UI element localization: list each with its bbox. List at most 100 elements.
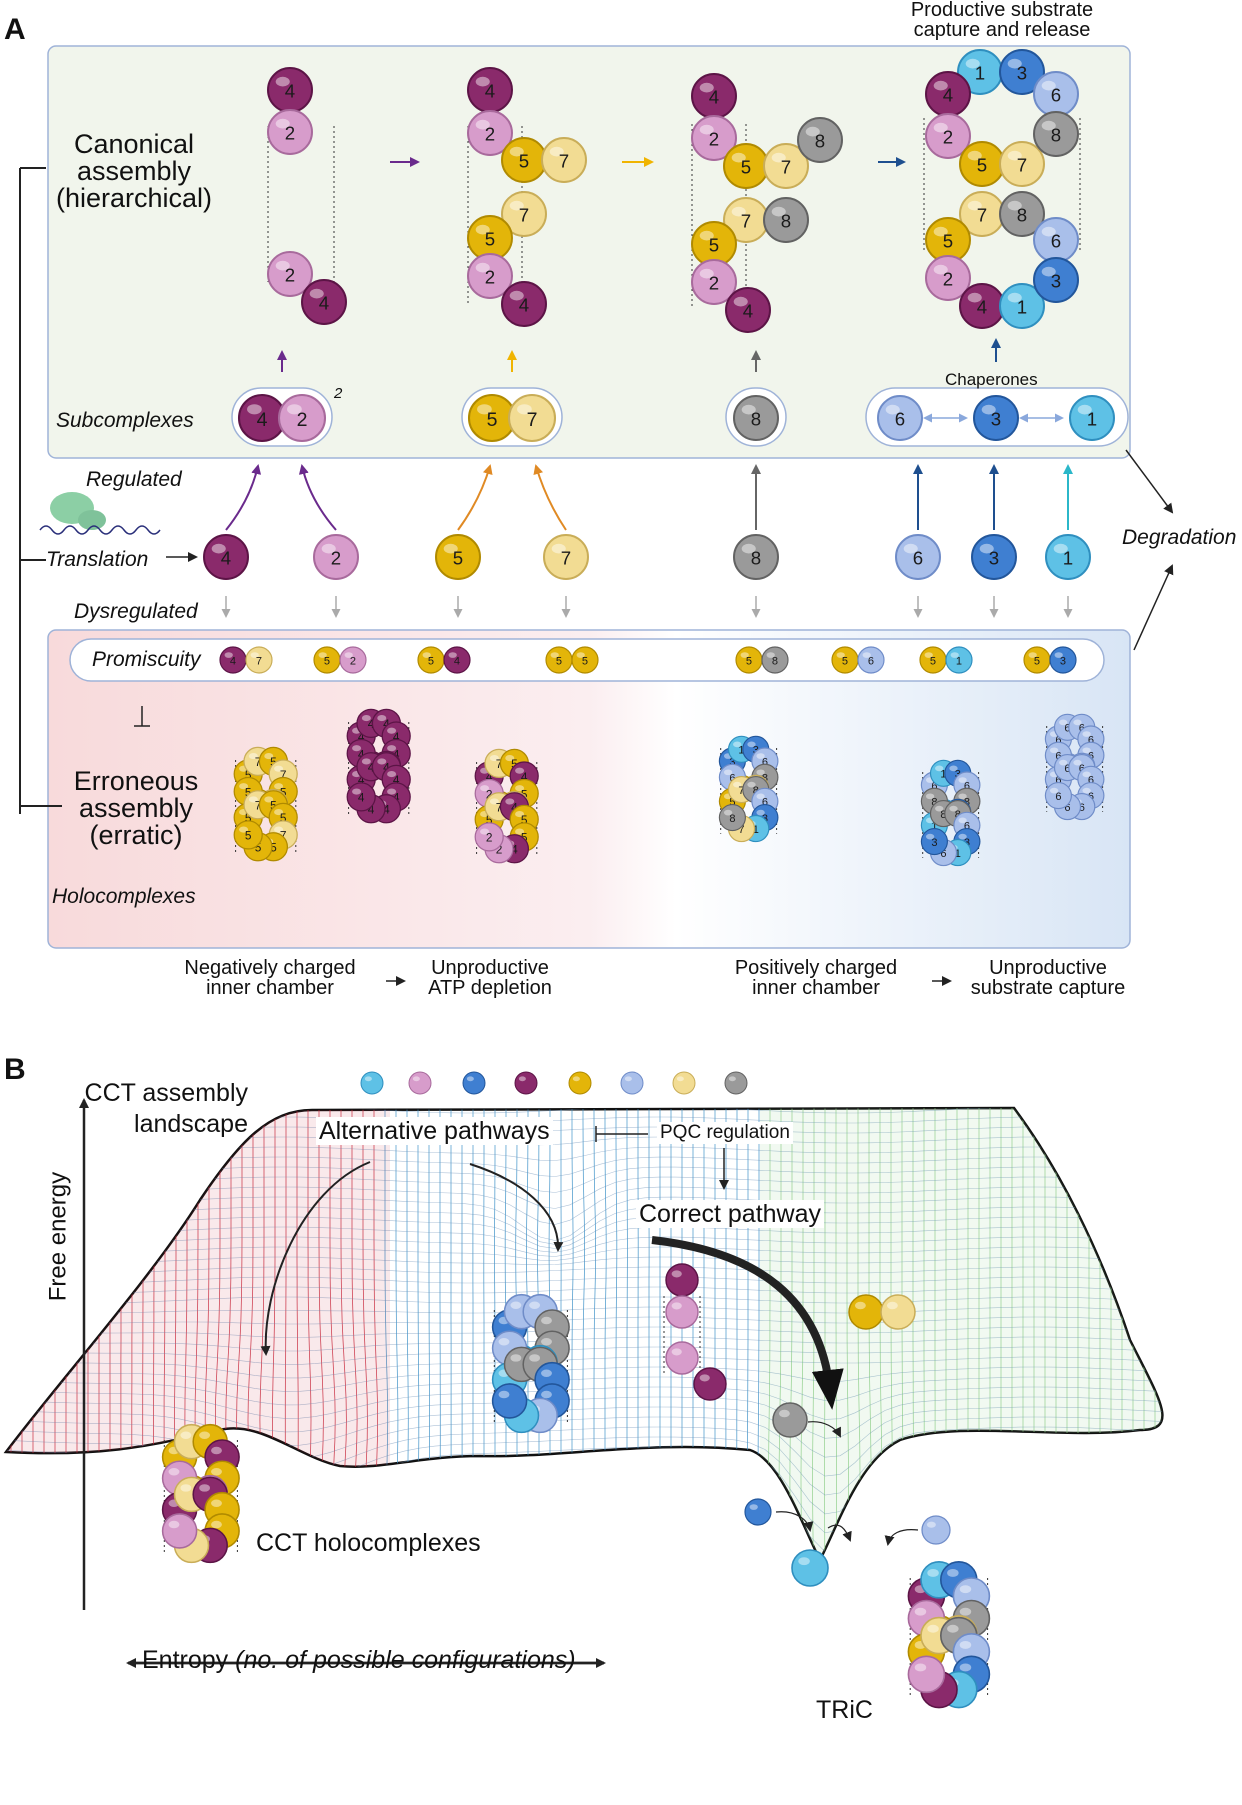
subunit-5-body bbox=[569, 1072, 591, 1094]
correct-pathway-label: Correct pathway bbox=[636, 1200, 824, 1228]
subunit-label: 6 bbox=[1055, 791, 1061, 803]
subunit-label: 4 bbox=[743, 300, 753, 321]
subunit-label: 5 bbox=[428, 655, 434, 667]
subunit-label: 4 bbox=[257, 409, 268, 431]
subunit-4 bbox=[666, 1264, 698, 1296]
subunit-8: 8 bbox=[719, 805, 745, 831]
panel-a-letter: A bbox=[4, 14, 26, 46]
subunit-label: 8 bbox=[751, 408, 761, 429]
subunit-highlight bbox=[199, 1484, 210, 1491]
subunit-highlight bbox=[927, 1569, 939, 1577]
subunit-4-body bbox=[694, 1368, 726, 1400]
subunit-3-body bbox=[493, 1384, 527, 1418]
subunit-2-body bbox=[666, 1342, 698, 1374]
subunit-8 bbox=[725, 1072, 747, 1094]
subunit-label: 5 bbox=[741, 156, 751, 177]
subunit-8: 8 bbox=[762, 647, 788, 673]
subunit-label: 2 bbox=[285, 122, 295, 143]
entropy-word: Entropy bbox=[142, 1646, 228, 1674]
canonical-assembly-label: Canonical assembly (hierarchical) bbox=[42, 131, 226, 212]
subunit-7: 7 bbox=[542, 138, 586, 182]
productive-title: Productive substrate capture and release bbox=[882, 0, 1122, 40]
entropy-label: Entropy (no. of possible configurations) bbox=[142, 1647, 576, 1673]
subunit-highlight bbox=[541, 1391, 552, 1398]
subunit-7 bbox=[673, 1072, 695, 1094]
translation-label: Translation bbox=[46, 549, 148, 571]
subunit-highlight bbox=[677, 1076, 684, 1081]
subunit-5: 5 bbox=[736, 647, 762, 673]
subunit-8 bbox=[773, 1403, 807, 1437]
subunit-label: 5 bbox=[519, 150, 529, 171]
subunit-label: 5 bbox=[556, 655, 562, 667]
subunit-label: 2 bbox=[350, 655, 356, 667]
subunit-label: 5 bbox=[487, 409, 498, 431]
subunit-6: 6 bbox=[878, 396, 922, 440]
subunit-label: 5 bbox=[709, 234, 719, 255]
subunit-highlight bbox=[413, 1076, 420, 1081]
subunit-highlight bbox=[529, 1354, 540, 1361]
subunit-1-body bbox=[792, 1550, 828, 1586]
subunit-label: 8 bbox=[751, 547, 761, 568]
subunit-highlight bbox=[927, 1625, 939, 1633]
substrate-capture-label: Unproductive substrate capture bbox=[956, 958, 1140, 998]
subunit-label: 8 bbox=[1017, 204, 1027, 225]
subunit-highlight bbox=[672, 1348, 682, 1355]
degradation-arrow-bottom bbox=[1134, 566, 1172, 650]
regulated-arrow bbox=[226, 466, 258, 530]
subunit-label: 4 bbox=[709, 86, 719, 107]
subunit-label: 4 bbox=[319, 292, 329, 313]
subunit-label: 5 bbox=[1034, 655, 1040, 667]
tric-label: TRiC bbox=[816, 1697, 873, 1723]
subunit-5: 5 bbox=[436, 535, 480, 579]
subunit-highlight bbox=[510, 1302, 521, 1309]
subunit-label: 5 bbox=[930, 655, 936, 667]
subunit-label: 4 bbox=[943, 84, 953, 105]
subunit-4 bbox=[694, 1368, 726, 1400]
subunit-5: 5 bbox=[502, 138, 546, 182]
subunit-highlight bbox=[855, 1302, 866, 1309]
subunit-highlight bbox=[169, 1468, 180, 1475]
subunit-label: 6 bbox=[1051, 84, 1061, 105]
subunit-6: 6 bbox=[896, 535, 940, 579]
subunit-highlight bbox=[541, 1370, 552, 1377]
subunit-label: 8 bbox=[729, 813, 735, 825]
subunit-4: 4 bbox=[220, 647, 246, 673]
mesh-line bbox=[0, 1537, 1200, 1703]
subunit-5: 5 bbox=[314, 647, 340, 673]
mesh-line bbox=[0, 1547, 1200, 1722]
subunit-highlight bbox=[887, 1302, 898, 1309]
subunit-6: 6 bbox=[1034, 218, 1078, 262]
subunit-2: 2 bbox=[268, 110, 312, 154]
subunit-label: 1 bbox=[1087, 408, 1097, 429]
subunit-highlight bbox=[672, 1270, 682, 1277]
regulated-arrow bbox=[536, 466, 566, 530]
subunit-3: 3 bbox=[974, 396, 1018, 440]
subunit-label: 2 bbox=[709, 128, 719, 149]
subunit-label: 1 bbox=[956, 655, 962, 667]
subunit-highlight bbox=[467, 1076, 474, 1081]
subunit-label: 4 bbox=[519, 294, 529, 315]
subunit-2-body bbox=[163, 1514, 197, 1548]
subunit-7 bbox=[881, 1295, 915, 1329]
subunit-8: 8 bbox=[734, 535, 778, 579]
subunit-highlight bbox=[211, 1500, 222, 1507]
subunit-4-body bbox=[666, 1264, 698, 1296]
promiscuity-label: Promiscuity bbox=[92, 649, 201, 671]
subunit-highlight bbox=[700, 1374, 710, 1381]
subunit-6-body bbox=[922, 1516, 950, 1544]
subunit-6 bbox=[621, 1072, 643, 1094]
subunit-5: 5 bbox=[234, 821, 262, 849]
subunit-label: 2 bbox=[943, 126, 953, 147]
subunit-highlight bbox=[499, 1338, 510, 1345]
subunit-highlight bbox=[541, 1338, 552, 1345]
subunit-3: 3 bbox=[1034, 258, 1078, 302]
subcomplex-exponent: 2 bbox=[334, 386, 342, 402]
dysregulated-label: Dysregulated bbox=[74, 601, 198, 623]
subunit-2 bbox=[409, 1072, 431, 1094]
subunit-2: 2 bbox=[279, 395, 325, 441]
subunit-highlight bbox=[529, 1302, 540, 1309]
subcomplexes-label: Subcomplexes bbox=[56, 410, 194, 432]
subunit-label: 7 bbox=[1017, 154, 1027, 175]
subunit-5-body bbox=[849, 1295, 883, 1329]
subunit-highlight bbox=[729, 1076, 736, 1081]
